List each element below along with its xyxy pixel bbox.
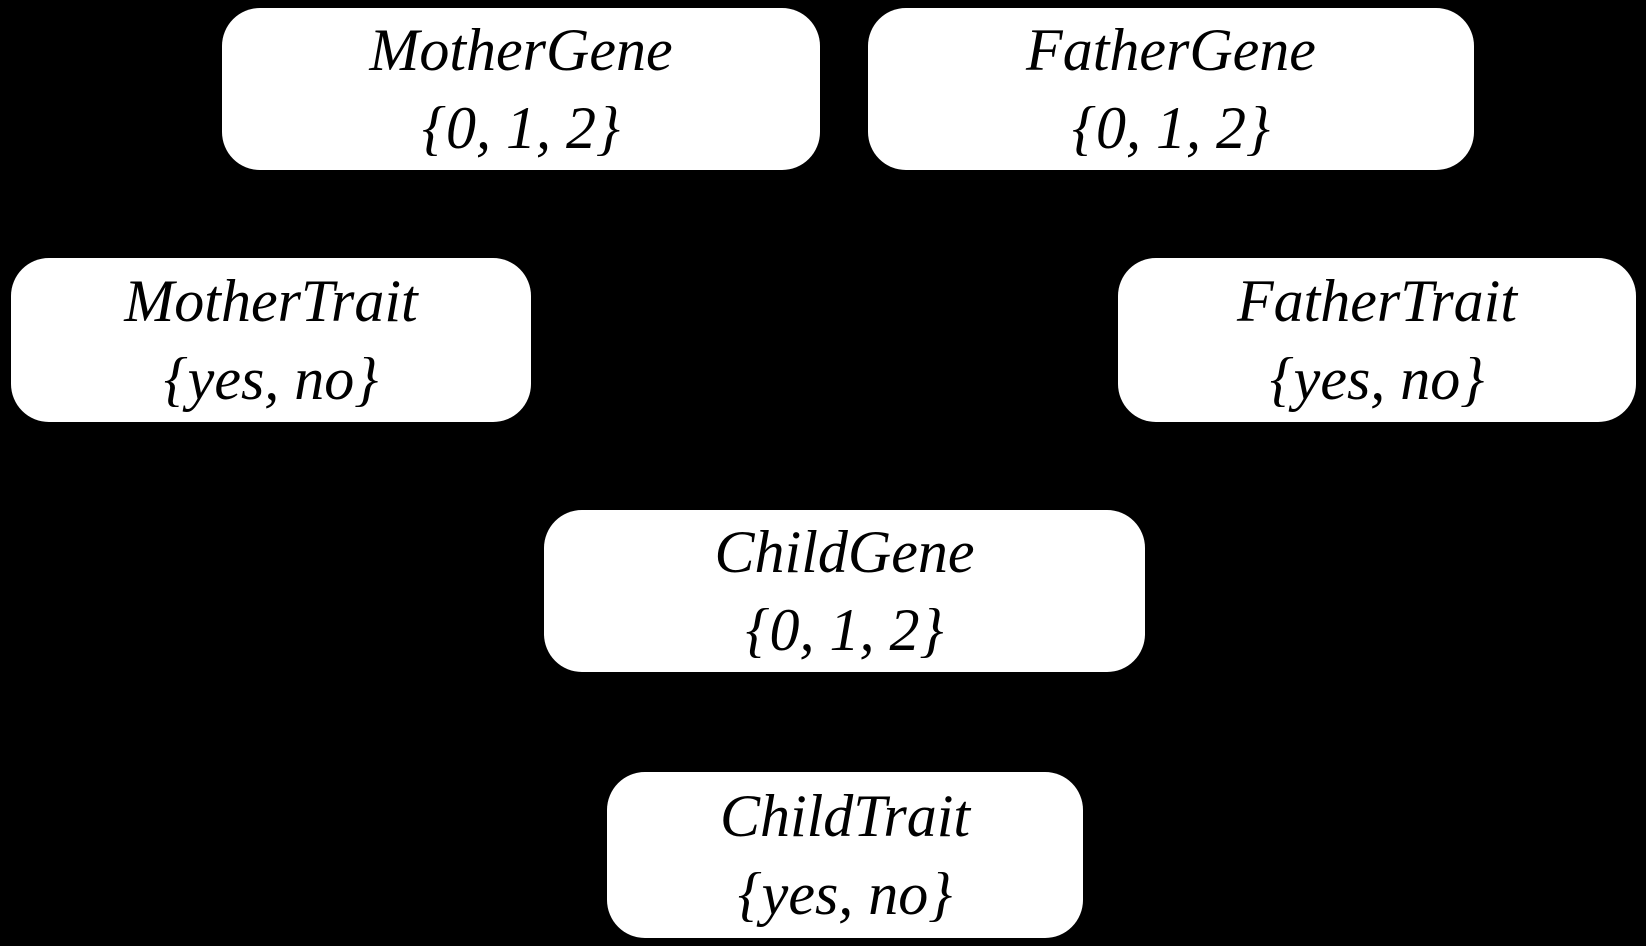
node-title: ChildTrait	[719, 783, 971, 849]
node-mother-gene: MotherGene {0, 1, 2}	[222, 8, 820, 170]
node-domain: {yes, no}	[1269, 346, 1485, 412]
node-title: FatherGene	[1026, 17, 1316, 83]
node-title: FatherTrait	[1236, 268, 1518, 334]
node-title: MotherTrait	[124, 268, 418, 334]
node-title: MotherGene	[369, 17, 673, 83]
node-domain: {0, 1, 2}	[422, 95, 620, 161]
node-child-gene: ChildGene {0, 1, 2}	[544, 510, 1145, 672]
node-domain: {0, 1, 2}	[745, 597, 944, 663]
node-father-trait: FatherTrait {yes, no}	[1118, 258, 1636, 422]
node-father-gene: FatherGene {0, 1, 2}	[868, 8, 1474, 170]
node-domain: {yes, no}	[737, 861, 953, 927]
node-child-trait: ChildTrait {yes, no}	[607, 772, 1083, 938]
node-domain: {yes, no}	[163, 346, 379, 412]
node-domain: {0, 1, 2}	[1072, 95, 1270, 161]
node-title: ChildGene	[714, 519, 975, 585]
node-mother-trait: MotherTrait {yes, no}	[11, 258, 531, 422]
